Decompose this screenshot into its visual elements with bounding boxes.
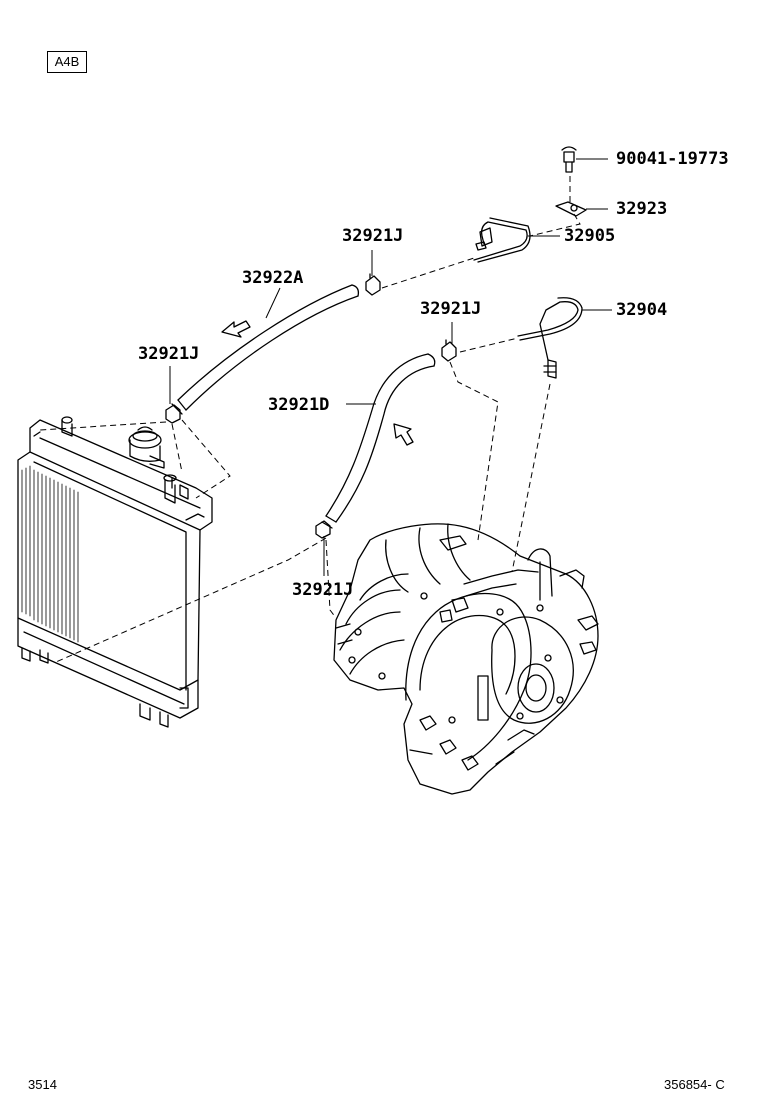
leader-lines (169, 158, 612, 576)
transaxle-assembly (333, 523, 599, 795)
hose-clip-upper (365, 273, 381, 296)
assembly-lines (39, 176, 581, 663)
catalog-section-badge: A4B (47, 51, 87, 73)
figure-number: 356854- C (664, 1077, 725, 1092)
callout-bolt: 90041-19773 (616, 149, 729, 169)
pipe-32905 (473, 217, 531, 263)
callout-clip-mid: 32921J (420, 299, 482, 319)
hose-clip-bottom (315, 520, 331, 539)
bolt-90041-19773 (561, 146, 577, 173)
flow-arrow-down-icon (393, 423, 414, 446)
page-number: 3514 (28, 1077, 57, 1092)
radiator (17, 416, 213, 728)
hose-clip-radiator (165, 404, 181, 424)
callout-clip-bottom: 32921J (292, 580, 354, 600)
clamp-plate-32923 (555, 201, 587, 217)
callout-hose-upper: 32922A (242, 268, 304, 288)
hose-32921d (321, 353, 436, 529)
flow-arrow-up-icon (221, 320, 251, 338)
callout-clamp-plate: 32923 (616, 199, 668, 219)
callout-hose-lower: 32921D (268, 395, 330, 415)
pipe-32904 (517, 297, 583, 379)
callout-clip-radiator: 32921J (138, 344, 200, 364)
hose-32922a (171, 284, 360, 415)
hose-clip-mid (441, 339, 457, 362)
callout-pipe-upper: 32905 (564, 226, 616, 246)
callout-clip-upper: 32921J (342, 226, 404, 246)
callout-pipe-lower: 32904 (616, 300, 668, 320)
